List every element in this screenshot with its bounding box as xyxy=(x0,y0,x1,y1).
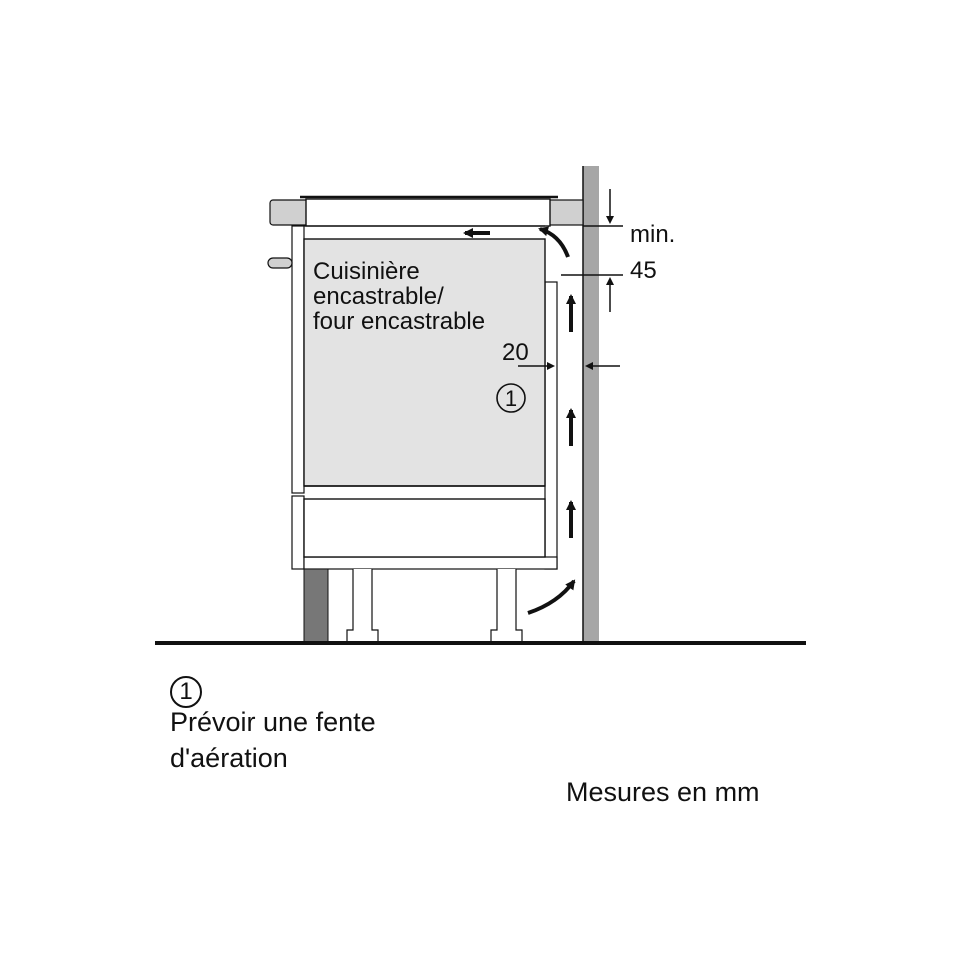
marker-1-legend: 1 xyxy=(170,676,202,708)
units-label: Mesures en mm xyxy=(566,777,760,807)
side-gap-value: 20 xyxy=(502,339,529,366)
legend-marker: 1 xyxy=(170,672,202,708)
airflow-arrows xyxy=(463,226,576,615)
handle xyxy=(267,257,293,269)
appliance-label-line3: four encastrable xyxy=(313,308,485,335)
worktop xyxy=(269,195,584,227)
feet xyxy=(346,569,523,644)
top-gap-value: 45 xyxy=(630,257,657,284)
plinth xyxy=(303,568,329,644)
marker-1-diagram: 1 xyxy=(496,383,526,413)
legend-note-line1: Prévoir une fente xyxy=(170,707,376,737)
top-gap-label: min. xyxy=(630,221,675,248)
wall xyxy=(582,166,599,644)
oven-body xyxy=(303,238,546,487)
drawer xyxy=(303,498,546,558)
legend-note-line2: d'aération xyxy=(170,743,288,773)
appliance-label-line2: encastrable/ xyxy=(313,283,444,310)
marker-1-number: 1 xyxy=(505,386,517,411)
dimension-lines xyxy=(518,189,623,370)
cabinet xyxy=(291,225,558,570)
appliance-label-line1: Cuisinière xyxy=(313,258,420,285)
